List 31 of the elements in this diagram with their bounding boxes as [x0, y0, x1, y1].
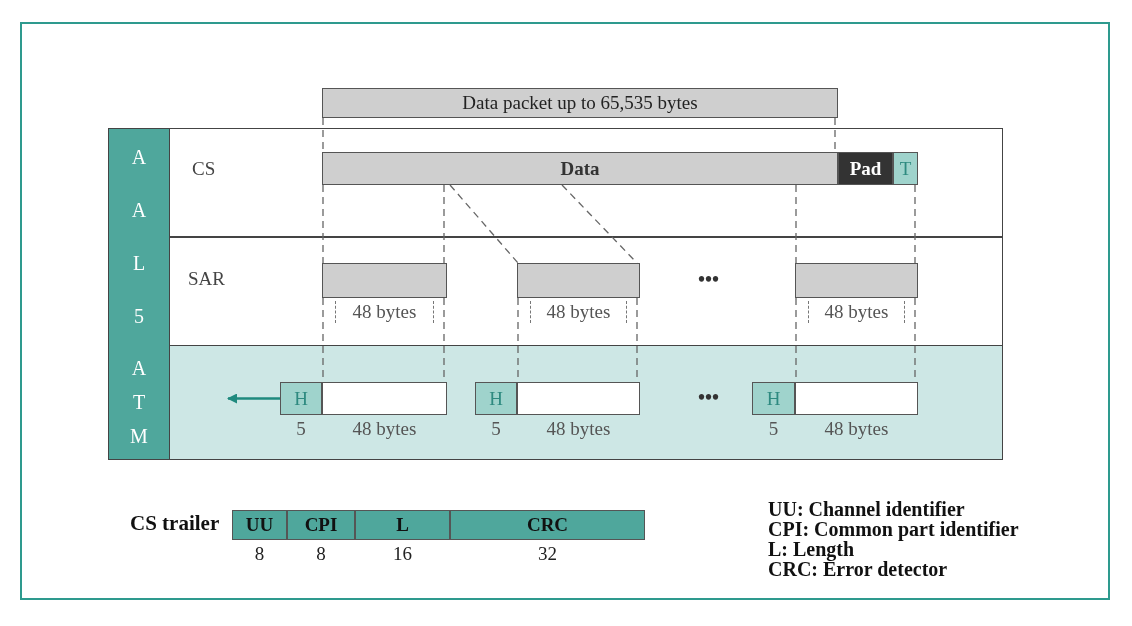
- size-label: 48 bytes: [530, 301, 627, 323]
- trailer-box: T: [893, 152, 918, 185]
- size-label: 5: [490, 418, 502, 440]
- ellipsis: •••: [698, 268, 719, 291]
- legend-text: CPI: Common part identifier: [768, 518, 1019, 541]
- size-label: 48 bytes: [545, 418, 612, 440]
- layer-letters: A T M: [129, 356, 149, 449]
- data-bar: Data: [322, 152, 838, 185]
- size-label: 5: [295, 418, 307, 440]
- legend-text: L: Length: [768, 538, 855, 561]
- size-label: 48 bytes: [823, 418, 890, 440]
- arrow: [227, 393, 280, 404]
- size-label: 32: [537, 543, 558, 565]
- size-label: 16: [392, 543, 413, 565]
- guide-line: [795, 184, 797, 264]
- guide-line: [914, 184, 916, 264]
- ellipsis: •••: [698, 386, 719, 409]
- layer-letters: A A L 5: [130, 145, 148, 329]
- pad-box: Pad: [838, 152, 893, 185]
- layer-name: CS: [192, 158, 216, 180]
- legend-text: UU: Channel identifier: [768, 498, 965, 521]
- packet-box: Data packet up to 65,535 bytes: [322, 88, 838, 118]
- size-label: 48 bytes: [335, 301, 434, 323]
- size-label: 48 bytes: [351, 418, 418, 440]
- trailer-caption: CS trailer: [130, 511, 220, 536]
- guide-line: [322, 184, 445, 264]
- size-label: 8: [315, 543, 327, 565]
- size-label: 48 bytes: [808, 301, 905, 323]
- size-label: 8: [253, 543, 266, 565]
- size-label: 5: [767, 418, 780, 440]
- layer-name: SAR: [188, 268, 225, 290]
